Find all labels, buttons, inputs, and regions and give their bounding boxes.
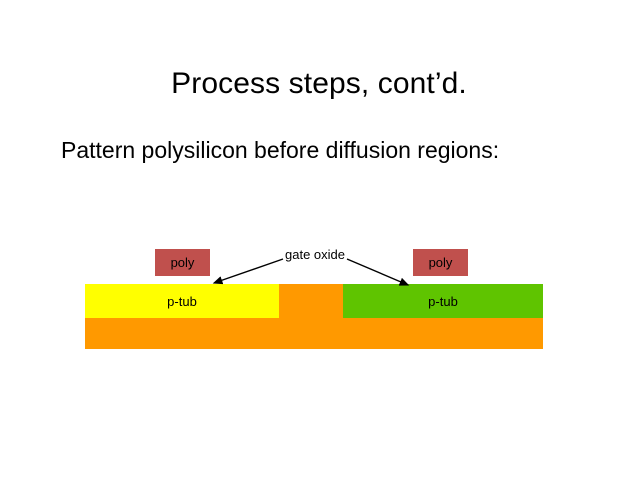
gate-oxide-arrow-right [346, 258, 410, 286]
poly-gate-left-label: poly [170, 255, 195, 270]
poly-gate-right-label: poly [428, 255, 453, 270]
p-tub-right: p-tub [343, 284, 543, 318]
gate-oxide-arrow-left [212, 258, 284, 285]
gate-oxide-label: gate oxide [285, 247, 345, 262]
gate-oxide-leader-lines [212, 258, 410, 286]
p-tub-left-label: p-tub [167, 293, 197, 309]
p-tub-right-label: p-tub [428, 293, 458, 309]
poly-gate-right: poly [413, 249, 468, 276]
p-tub-left: p-tub [85, 284, 279, 318]
cmos-cross-section-diagram: p-tub p-tub poly poly gate oxide [85, 243, 543, 351]
page-title: Process steps, cont’d. [171, 67, 467, 100]
slide-subtitle: Pattern polysilicon before diffusion reg… [61, 137, 500, 163]
poly-gate-left: poly [155, 249, 210, 276]
